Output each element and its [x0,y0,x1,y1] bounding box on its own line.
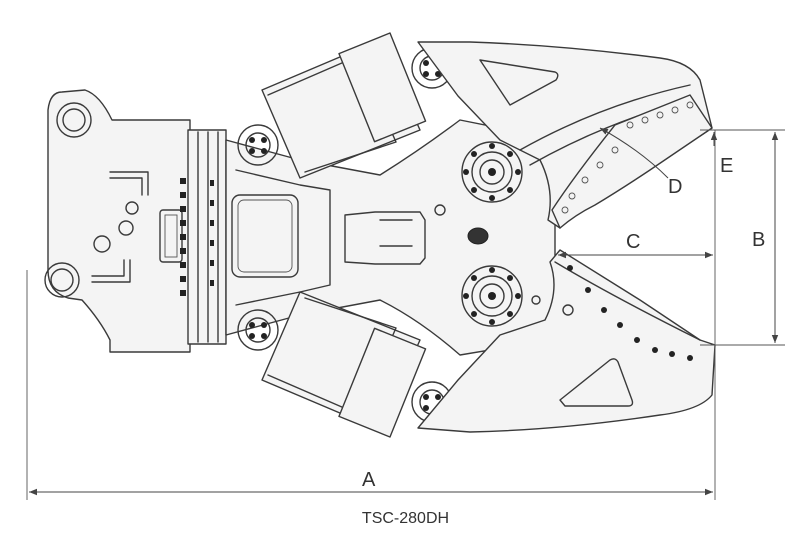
lower-pin-hole [44,262,80,298]
dim-b-label: B [752,229,765,251]
dim-e-label: E [720,155,733,177]
model-caption: TSC-280DH [361,510,450,527]
mounting-bracket [44,89,191,353]
upper-pin-hole [56,102,92,138]
upper-jaw [417,41,713,229]
upper-cylinder [237,32,453,179]
upper-pivot-hub [461,141,523,203]
dim-d-label: D [668,176,682,198]
lower-jaw [417,249,716,433]
lower-pivot-hub [461,265,523,327]
center-slot [344,211,426,265]
dim-a-label: A [362,469,376,491]
cover-plate [231,194,299,278]
dim-d-line [599,127,669,179]
upper-jaw-window [479,59,559,106]
lower-jaw-window [559,358,634,407]
dim-c-label: C [626,231,640,253]
rotator-flange [180,129,227,345]
